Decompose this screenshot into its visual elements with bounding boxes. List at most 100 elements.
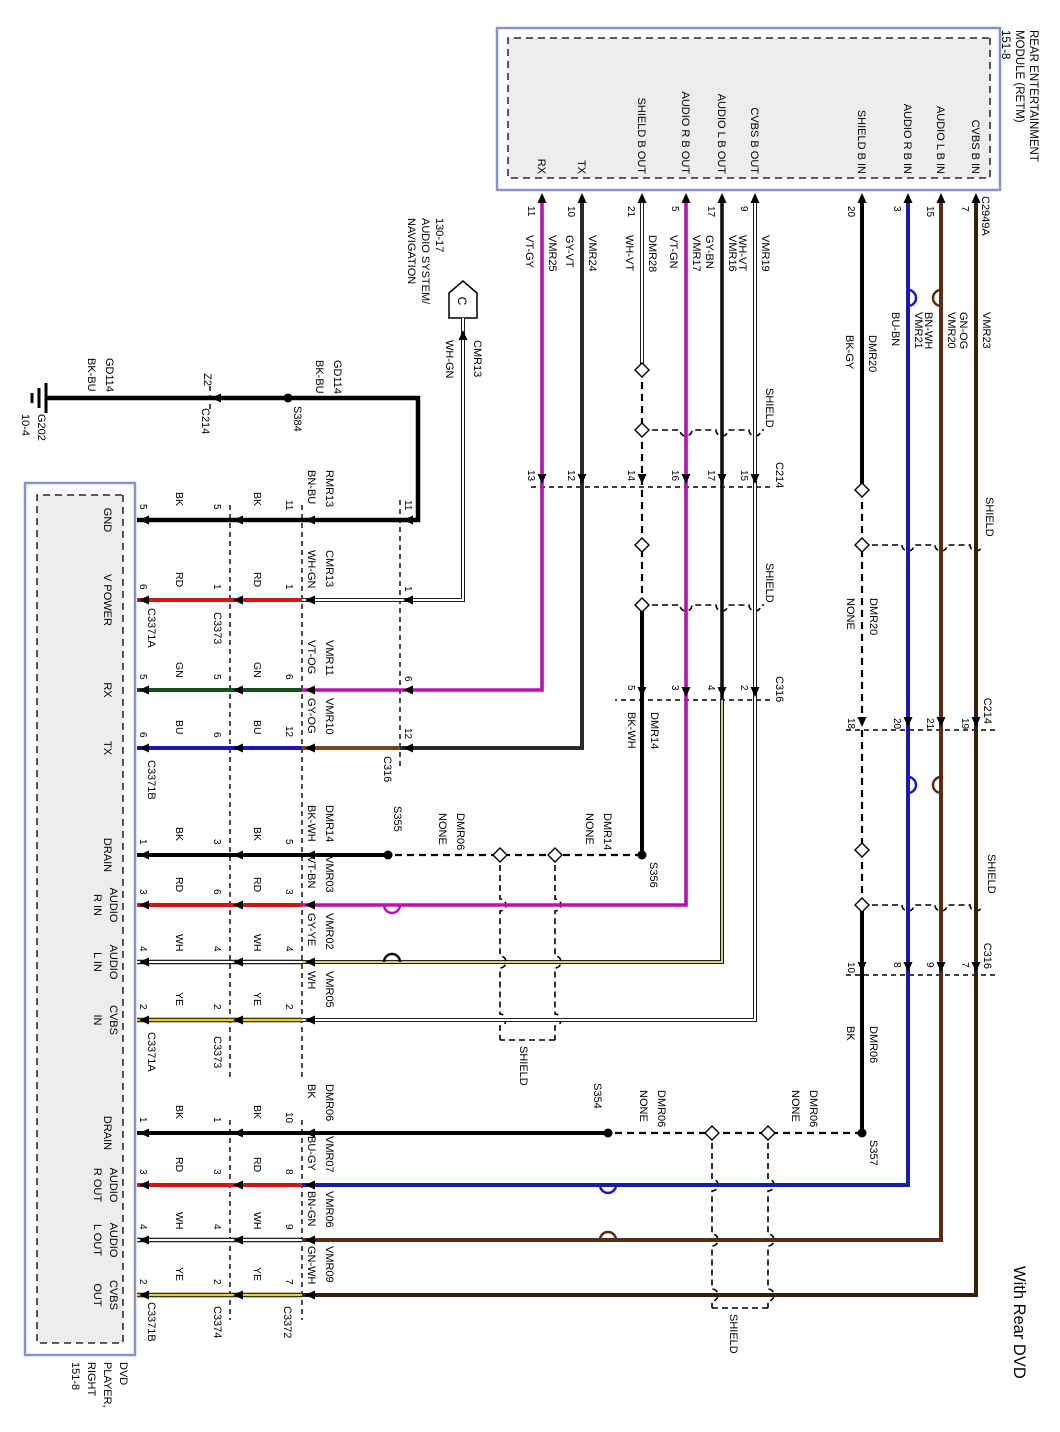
label-bk-bu: BK-BU — [85, 358, 97, 392]
label-rd: RD — [251, 572, 263, 588]
label-dmr14: DMR14 — [601, 813, 613, 850]
label-3: 3 — [137, 1169, 148, 1175]
connector-arrow-icon — [936, 193, 946, 203]
label-vt-gy: VT-GY — [523, 235, 535, 269]
label-bu: BU — [251, 720, 263, 735]
label-shield: SHIELD — [983, 497, 995, 537]
label-20: 20 — [891, 718, 902, 730]
connector-arrow-icon — [233, 743, 243, 753]
connector-arrow-icon — [233, 957, 243, 967]
label-c316: C316 — [981, 943, 993, 969]
label-4: 4 — [283, 946, 294, 952]
connector-arrow-icon — [233, 900, 243, 910]
label-3: 3 — [891, 206, 902, 212]
label-shield: SHIELD — [763, 388, 775, 428]
shield-diamond-icon — [760, 1125, 776, 1141]
splice-dot — [603, 1128, 613, 1138]
label-audio-r-b-out: AUDIO R B OUT — [679, 91, 691, 174]
connector-arrow-icon — [577, 474, 587, 484]
connector-arrow-icon — [681, 687, 691, 697]
label-audio-l-b-out: AUDIO L B OUT — [715, 94, 727, 175]
label-bk-gy: BK-GY — [843, 335, 855, 370]
label-3: 3 — [669, 685, 680, 691]
connector-arrow-icon — [233, 1290, 243, 1300]
connector-arrow-icon — [750, 687, 760, 697]
label-wh-vt: WH-VT — [623, 235, 635, 271]
label-ye: YE — [173, 992, 185, 1006]
label-6: 6 — [402, 676, 413, 682]
label-gn-wh: GN-WH — [305, 1246, 317, 1285]
connector-arrow-icon — [305, 1015, 315, 1025]
label-none: NONE — [637, 1090, 649, 1122]
splice-s354-label: S354 — [591, 1083, 603, 1109]
label-c3372: C3372 — [281, 1306, 293, 1338]
label-cvbs-b-in: CVBS B IN — [969, 120, 981, 174]
twist-mark — [907, 288, 918, 308]
label-gn-og: GN-OG — [957, 312, 969, 349]
label-bk-wh: BK-WH — [305, 805, 317, 842]
label-v-power: V POWER — [101, 574, 113, 626]
label-audio: AUDIO — [107, 1223, 119, 1258]
label-gd114: GD114 — [103, 358, 115, 392]
label-6: 6 — [137, 732, 148, 738]
twist-mark — [598, 1230, 618, 1241]
label-dmr06: DMR06 — [323, 1084, 335, 1121]
label-3: 3 — [283, 889, 294, 895]
wire-vmr23-gn-og — [302, 202, 978, 1297]
label-r-in: R IN — [91, 894, 103, 916]
ground-id-label: G202 — [35, 414, 47, 441]
label-bu-bn: BU-BN — [889, 312, 901, 346]
label-c3374: C3374 — [211, 1306, 223, 1338]
label-vt-gn: VT-GN — [667, 235, 679, 269]
label-dmr20: DMR20 — [867, 598, 879, 635]
label-11: 11 — [283, 500, 294, 511]
dvd-title-line2: PLAYER, — [101, 1362, 113, 1408]
connector-arrow-icon — [971, 717, 981, 727]
label-2: 2 — [738, 685, 749, 691]
label-8: 8 — [283, 1169, 294, 1175]
label-audio-l-b-in: AUDIO L B IN — [934, 106, 946, 174]
label-rd: RD — [173, 877, 185, 893]
label-audio: AUDIO — [107, 1168, 119, 1203]
connector-arrow-icon — [681, 474, 691, 484]
label-gn: GN — [173, 662, 185, 678]
label-12: 12 — [565, 470, 576, 482]
label-shield: SHIELD — [517, 1046, 529, 1086]
label-wh: WH — [251, 1212, 263, 1230]
label-vmr11: VMR11 — [323, 640, 335, 676]
retm-module-outer-border — [495, 26, 1002, 192]
splice-s355-label: S355 — [391, 806, 403, 832]
connector-arrow-icon — [537, 193, 547, 203]
label-1: 1 — [283, 584, 294, 590]
label-1: 1 — [137, 839, 148, 845]
label-in: IN — [91, 1015, 103, 1026]
label-bn-wh: BN-WH — [922, 312, 934, 349]
label-vmr25: VMR25 — [546, 235, 558, 272]
connector-arrow-icon — [139, 685, 149, 695]
label-tx: TX — [101, 741, 113, 756]
twist-mark — [907, 775, 918, 795]
label-5: 5 — [211, 674, 222, 680]
connector-arrow-icon — [305, 1235, 315, 1245]
label-vmr09: VMR09 — [323, 1246, 335, 1283]
label-15: 15 — [738, 470, 749, 482]
shield-diamond-icon — [634, 362, 650, 378]
splice-dot — [857, 1128, 867, 1138]
label-shield: SHIELD — [727, 1314, 739, 1354]
label-dmr28: DMR28 — [646, 235, 658, 272]
wire-cmr13-wh-gn-overlay — [302, 318, 465, 602]
label-bk: BK — [251, 492, 263, 506]
label-c214: C214 — [773, 462, 785, 488]
wire-gd114-bk-bu — [46, 395, 421, 523]
label-7: 7 — [959, 206, 970, 212]
dvd-player-box — [36, 494, 124, 1344]
label-drain: DRAIN — [101, 838, 113, 872]
label-l-in: L IN — [91, 952, 103, 972]
twist-mark — [931, 288, 942, 308]
connector-arrow-icon — [971, 962, 981, 972]
connector-arrow-icon — [903, 962, 913, 972]
label-rd: RD — [173, 572, 185, 588]
label-ye: YE — [251, 992, 263, 1006]
ground-ref-label: 10-4 — [19, 414, 31, 436]
connector-arrow-icon — [305, 743, 315, 753]
